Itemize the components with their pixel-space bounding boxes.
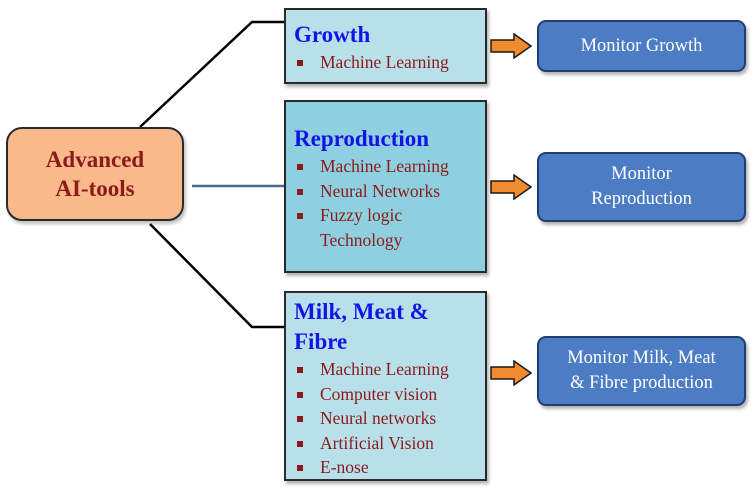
- tool-label: Neural networks: [320, 408, 437, 428]
- arrow-right-icon: [490, 33, 532, 59]
- tool-item: Neural Networks: [294, 179, 477, 204]
- tool-list-milk-meat-fibre: Machine Learning Computer vision Neural …: [294, 357, 477, 480]
- tool-item: Machine Learning: [294, 50, 477, 75]
- tool-list-growth: Machine Learning: [294, 50, 477, 75]
- tool-item: Machine Learning: [294, 154, 477, 179]
- category-milk-meat-fibre: Milk, Meat & Fibre Machine Learning Comp…: [284, 291, 487, 481]
- tool-label: Machine Learning: [320, 52, 449, 72]
- tool-item: Artificial Vision: [294, 431, 477, 456]
- monitor-milk-meat-fibre: Monitor Milk, Meat & Fibre production: [537, 336, 746, 406]
- monitor-growth: Monitor Growth: [537, 20, 746, 72]
- tool-label: Artificial Vision: [320, 432, 434, 453]
- monitor-reproduction: Monitor Reproduction: [537, 152, 746, 222]
- tool-item: Neural networks: [294, 406, 477, 431]
- tool-label: Machine Learning: [320, 359, 449, 379]
- bullet-icon: [297, 188, 303, 195]
- monitor-label-reproduction: Monitor Reproduction: [591, 164, 692, 209]
- root-label: Advanced AI-tools: [45, 147, 145, 201]
- connector-growth: [139, 20, 284, 128]
- bullet-icon: [297, 465, 303, 471]
- root-node: Advanced AI-tools: [6, 127, 184, 221]
- bullet-icon: [297, 164, 303, 170]
- monitor-label-growth: Monitor Growth: [580, 35, 703, 56]
- arrow-right-icon: [490, 360, 532, 386]
- tool-item: Computer vision: [294, 382, 477, 407]
- tool-label: Neural Networks: [320, 180, 441, 201]
- bullet-icon: [297, 440, 303, 447]
- connector-milk: [149, 223, 284, 329]
- arrow-right-icon: [490, 174, 532, 200]
- category-reproduction: Reproduction Machine Learning Neural Net…: [284, 100, 487, 273]
- tool-item: Machine Learning: [294, 357, 477, 382]
- tool-label: Computer vision: [320, 383, 438, 404]
- bullet-icon: [297, 213, 303, 219]
- tool-label: E-nose: [320, 457, 369, 477]
- category-title-growth: Growth: [294, 22, 371, 47]
- tool-label: Fuzzy logic Technology: [320, 205, 403, 250]
- category-growth: Growth Machine Learning: [284, 8, 487, 84]
- bullet-icon: [297, 367, 303, 373]
- bullet-icon: [297, 391, 303, 398]
- category-title-milk-meat-fibre: Milk, Meat & Fibre: [294, 299, 429, 354]
- bullet-icon: [297, 60, 303, 66]
- bullet-icon: [297, 416, 303, 422]
- tool-label: Machine Learning: [320, 156, 449, 176]
- category-title-reproduction: Reproduction: [294, 126, 430, 151]
- tool-list-reproduction: Machine Learning Neural Networks Fuzzy l…: [294, 154, 477, 252]
- tool-item: Fuzzy logic Technology: [294, 203, 477, 252]
- monitor-label-milk-meat-fibre: Monitor Milk, Meat & Fibre production: [567, 348, 716, 393]
- tool-item: E-nose: [294, 455, 477, 480]
